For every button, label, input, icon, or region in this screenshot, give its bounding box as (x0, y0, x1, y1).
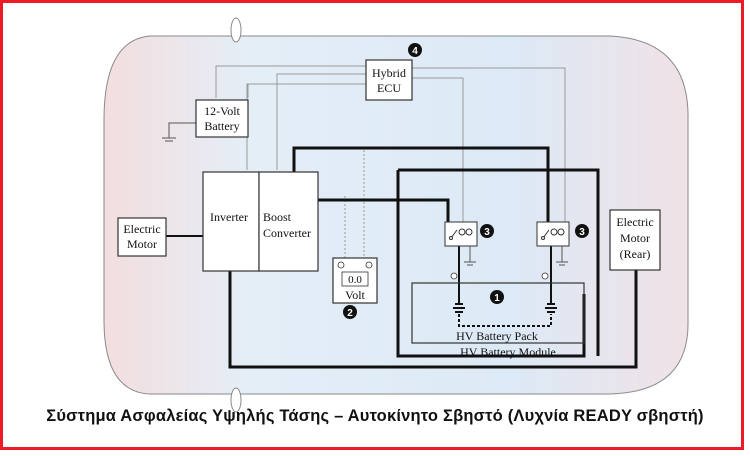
electric-motor-rear-box (609, 209, 661, 271)
ground-12v (162, 122, 196, 142)
battery-leads (453, 244, 557, 327)
motor-front-label-2: Motor (127, 237, 157, 251)
vehicle-outline (103, 35, 689, 395)
motor-rear-label-3: (Rear) (620, 247, 651, 261)
relay-right (536, 221, 570, 247)
boost-label-1: Boost (263, 210, 292, 224)
body-notch-top (230, 17, 242, 43)
inverter-box (202, 171, 260, 272)
battery-terminal-neg (450, 272, 458, 280)
relay-grounds (464, 246, 568, 266)
voltmeter-unit: Volt (345, 288, 365, 302)
svg-text:1: 1 (494, 293, 500, 304)
svg-text:3: 3 (484, 227, 490, 238)
motor-front-label-1: Electric (123, 222, 160, 236)
svg-text:2: 2 (347, 308, 353, 319)
battery-12v-label-2: Battery (204, 119, 239, 133)
voltmeter-terminal-pos (365, 261, 373, 269)
hybrid-ecu-label-2: ECU (377, 81, 401, 95)
electric-motor-front-box (117, 217, 167, 257)
marker-2: 2 (343, 305, 357, 319)
hv-cables (228, 146, 638, 369)
voltmeter-terminal-neg (337, 261, 345, 269)
voltmeter-reading: 0.0 (348, 274, 362, 286)
svg-text:4: 4 (412, 46, 418, 57)
hv-battery-pack-label: HV Battery Pack (456, 329, 538, 343)
svg-text:3: 3 (579, 227, 585, 238)
battery-terminal-pos (541, 272, 549, 280)
hv-battery-pack-box (411, 282, 585, 344)
boost-label-2: Converter (263, 226, 311, 240)
ecu-signal-lines (215, 65, 566, 224)
battery-12v-box (195, 99, 249, 138)
hybrid-ecu-box (365, 59, 413, 101)
figure-caption: Σύστημα Ασφαλείας Υψηλής Τάσης – Αυτοκίν… (46, 407, 704, 425)
marker-4: 4 (408, 43, 422, 57)
marker-1: 1 (490, 290, 504, 304)
hv-battery-module-label: HV Battery Module (460, 345, 556, 359)
dotted-lines (344, 150, 365, 258)
inverter-label: Inverter (210, 210, 248, 224)
marker-3-right: 3 (575, 224, 589, 238)
motor-rear-label-1: Electric (616, 215, 653, 229)
motor-rear-label-2: Motor (620, 231, 650, 245)
voltmeter-display (341, 271, 369, 287)
boost-converter-box (258, 171, 319, 272)
relay-left (444, 221, 478, 247)
battery-12v-label-1: 12-Volt (204, 104, 240, 118)
marker-3-left: 3 (480, 224, 494, 238)
hybrid-ecu-label-1: Hybrid (372, 66, 406, 80)
body-notch-bottom (230, 387, 242, 413)
